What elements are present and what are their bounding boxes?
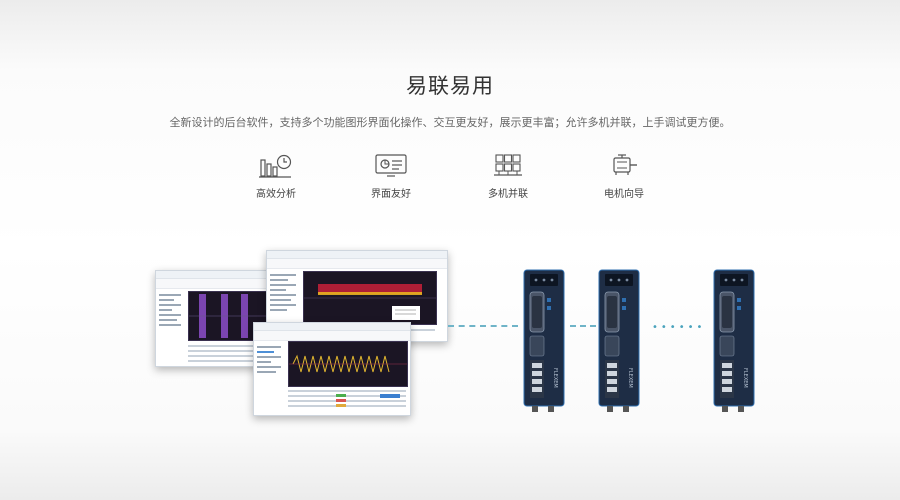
feature-friendly-interface: 界面友好 (346, 152, 436, 200)
brand-label: FLEXEM (552, 368, 558, 388)
feature-label: 界面友好 (371, 189, 411, 200)
feature-label: 高效分析 (256, 189, 296, 200)
motor-icon (613, 154, 637, 175)
brand-label: FLEXEM (742, 368, 748, 388)
more-drives-dots: •••••• (652, 322, 706, 333)
servo-drive-2: FLEXEM (597, 268, 641, 414)
waveform-plot (288, 341, 408, 387)
monitor-interface-icon (375, 154, 407, 177)
multi-server-icon (494, 154, 522, 176)
feature-efficient-analysis: 高效分析 (231, 152, 321, 200)
feature-label: 多机并联 (488, 189, 528, 200)
servo-drive-1: FLEXEM (522, 268, 566, 414)
page-title: 易联易用 (406, 74, 494, 98)
feature-multi-machine: 多机并联 (463, 152, 553, 200)
connection-line (448, 325, 518, 327)
brand-label: FLEXEM (627, 368, 633, 388)
software-window-back (155, 270, 272, 367)
software-window-front (253, 322, 411, 416)
servo-drive-3: FLEXEM (712, 268, 756, 414)
waveform-plot (303, 271, 437, 325)
connection-line (570, 325, 596, 327)
page-subtitle: 全新设计的后台软件，支持多个功能图形界面化操作、交互更友好，展示更丰富；允许多机… (169, 116, 731, 129)
feature-label: 电机向导 (604, 189, 644, 200)
bar-chart-clock-icon (259, 154, 292, 178)
feature-motor-wizard: 电机向导 (579, 152, 669, 200)
